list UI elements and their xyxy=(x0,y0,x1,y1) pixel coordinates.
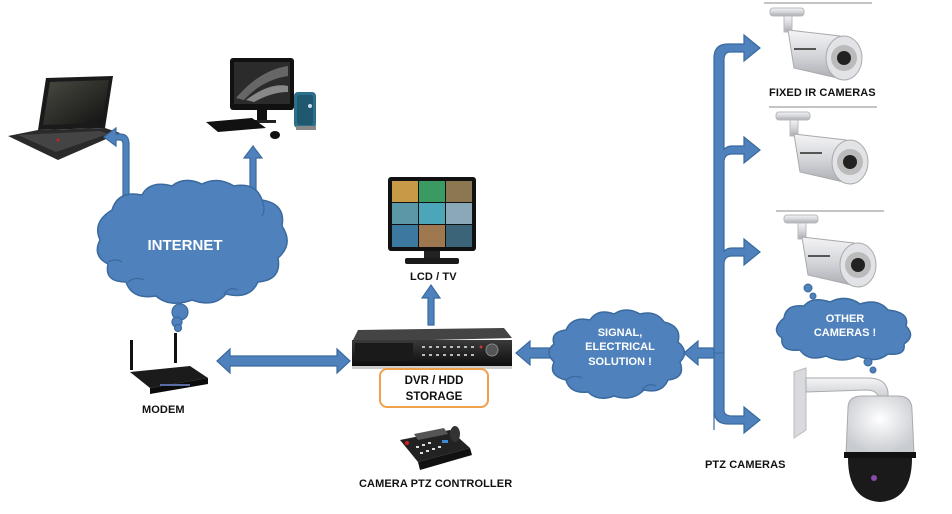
ptz-controller-label: CAMERA PTZ CONTROLLER xyxy=(359,478,513,490)
dvr-label-line2: STORAGE xyxy=(405,391,463,403)
camera-bus xyxy=(713,33,761,435)
arrow-internet-to-desktop xyxy=(242,145,264,191)
arrow-internet-to-laptop xyxy=(103,126,130,198)
signal-line1: SIGNAL, xyxy=(597,327,643,339)
internet-cloud xyxy=(96,179,288,333)
signal-line3: SOLUTION ! xyxy=(588,355,652,368)
ptz-cameras-label: PTZ CAMERAS xyxy=(705,459,786,471)
laptop-icon xyxy=(8,76,120,160)
modem-label: MODEM xyxy=(142,404,185,416)
dome-camera-icon xyxy=(793,367,916,502)
arrow-dvr-to-lcd xyxy=(420,283,442,326)
double-arrow-modem-dvr xyxy=(216,347,351,375)
bullet-camera-icon xyxy=(783,214,877,288)
fixed-ir-cameras-label: FIXED IR CAMERAS xyxy=(769,87,876,99)
monitor-camera-grid xyxy=(392,181,472,247)
arrow-signal-to-dvr xyxy=(515,339,551,367)
internet-label: INTERNET xyxy=(147,237,223,254)
dvr-icon xyxy=(352,328,512,369)
keyboard-controller-icon xyxy=(400,426,472,470)
other-cameras-line2: CAMERAS ! xyxy=(813,327,877,340)
bullet-camera-icon xyxy=(775,111,869,185)
signal-cloud-text: SIGNAL, ELECTRICAL SOLUTION ! xyxy=(562,326,678,369)
arrow-bus-to-signal xyxy=(683,339,715,367)
other-cameras-cloud xyxy=(775,283,912,374)
signal-line2: ELECTRICAL xyxy=(585,341,655,354)
router-icon xyxy=(130,333,208,394)
signal-cloud xyxy=(548,309,686,399)
other-cameras-text: OTHER CAMERAS ! xyxy=(790,312,900,341)
other-cameras-line1: OTHER xyxy=(825,313,865,325)
dvr-label-line1: DVR / HDD xyxy=(404,375,464,387)
desktop-computer-icon xyxy=(206,58,316,139)
dvr-storage-label-box: DVR / HDD STORAGE xyxy=(379,368,489,408)
bullet-camera-icon xyxy=(769,7,863,81)
lcd-tv-label: LCD / TV xyxy=(410,271,457,283)
monitor-icon xyxy=(388,177,476,264)
